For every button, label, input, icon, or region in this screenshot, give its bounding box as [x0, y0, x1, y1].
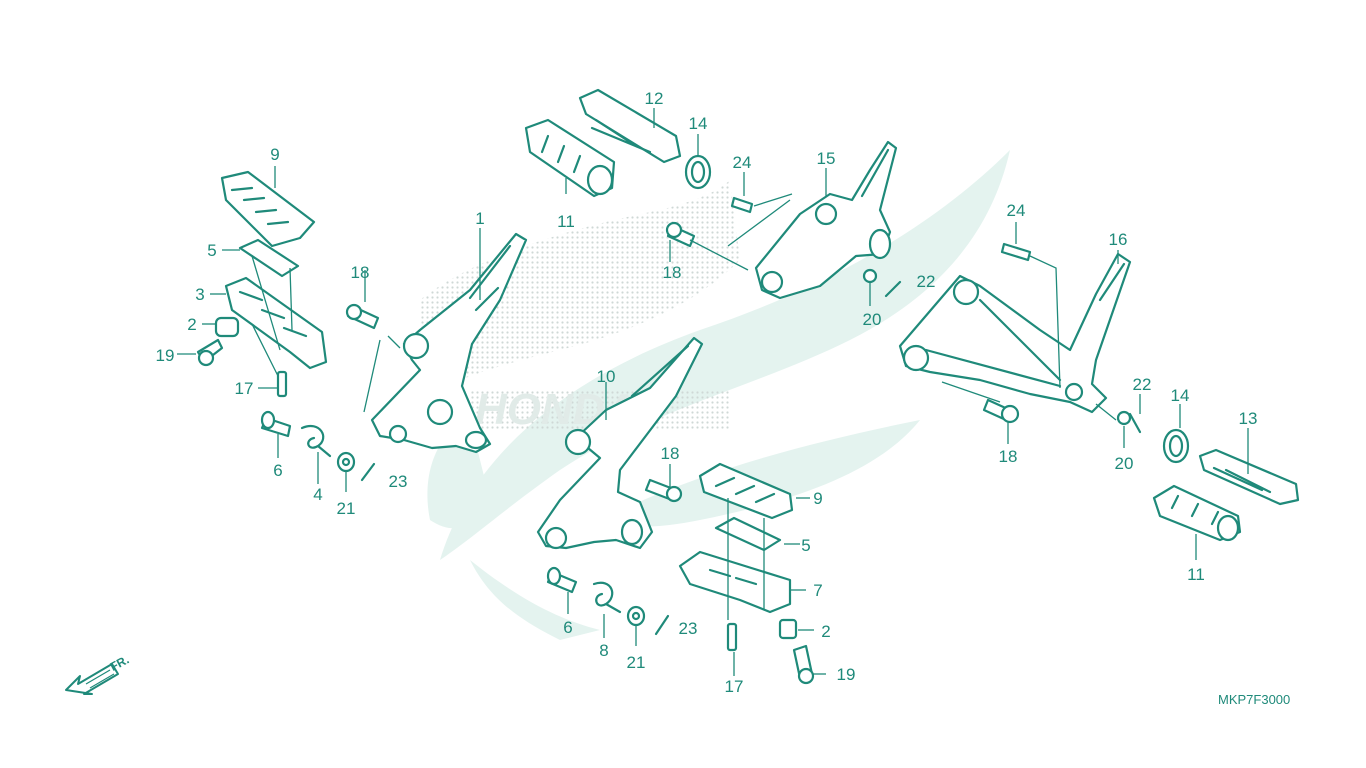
bracket-1: [370, 232, 528, 454]
footpeg-body-left: [224, 276, 328, 370]
collar-left: [214, 316, 240, 338]
callout-14-right: 14: [1171, 386, 1190, 405]
pin-24-top: [730, 196, 754, 214]
pin-17-left: [276, 370, 288, 398]
callout-22-right: 22: [1133, 375, 1152, 394]
cotter-22-right: [1128, 412, 1142, 434]
washer-20-top: [862, 268, 878, 284]
callout-15: 15: [817, 149, 836, 168]
callout-16: 16: [1109, 230, 1128, 249]
callout-19-left: 19: [156, 346, 175, 365]
callout-23-left: 23: [389, 472, 408, 491]
callout-18-a: 18: [351, 263, 370, 282]
footpeg-12: [578, 88, 682, 164]
pin-17-center: [726, 622, 738, 652]
spring-4-left: [300, 425, 332, 458]
plate-left: [238, 238, 300, 278]
callout-17-center: 17: [725, 677, 744, 696]
pivot-pin-6-center: [546, 566, 578, 594]
callout-24-top: 24: [733, 153, 752, 172]
washer-14-top: [684, 154, 712, 190]
callout-18-c: 18: [661, 444, 680, 463]
callout-5-center: 5: [801, 536, 810, 555]
bolt-19-center: [792, 644, 815, 685]
callout-7: 7: [813, 581, 822, 600]
callout-9-left: 9: [270, 145, 279, 164]
callout-22-top: 22: [917, 272, 936, 291]
footpeg-rubber-11-top: [524, 118, 616, 198]
pin-24-right: [1000, 242, 1032, 262]
callout-9-center: 9: [813, 489, 822, 508]
bracket-10: [536, 336, 704, 550]
bracket-16: [898, 252, 1132, 414]
footpeg-rubber-left: [220, 170, 316, 248]
bolt-18-c: [644, 478, 683, 503]
callout-17-left: 17: [235, 379, 254, 398]
bolt-18-a: [345, 303, 380, 330]
callout-18-d: 18: [999, 447, 1018, 466]
callout-11-right: 11: [1187, 565, 1205, 584]
callout-13: 13: [1239, 409, 1258, 428]
collar-center: [778, 618, 798, 640]
washer-14-right: [1162, 428, 1190, 464]
pivot-pin-6-left: [260, 410, 292, 438]
callout-21-left: 21: [337, 499, 356, 518]
callout-10: 10: [597, 367, 616, 386]
callout-23-center: 23: [679, 619, 698, 638]
callout-5-left: 5: [207, 241, 216, 260]
callout-2-left: 2: [187, 315, 196, 334]
spring-8: [592, 581, 622, 614]
bolt-18-b: [665, 221, 696, 248]
washer-21-center: [626, 605, 646, 627]
callout-14-top: 14: [689, 114, 708, 133]
callout-1: 1: [475, 209, 484, 228]
callout-21-center: 21: [627, 653, 646, 672]
washer-20-right: [1116, 410, 1132, 426]
leader-lines: [177, 108, 1249, 676]
callout-6-left: 6: [273, 461, 282, 480]
callout-20-right: 20: [1115, 454, 1134, 473]
diagram-code: MKP7F3000: [1218, 692, 1290, 707]
bolt-19-left: [196, 338, 224, 367]
bolt-18-d: [982, 398, 1020, 424]
footpeg-13: [1198, 448, 1300, 506]
callout-8: 8: [599, 641, 608, 660]
callout-19-center: 19: [837, 665, 856, 684]
plate-center: [714, 516, 782, 552]
bracket-15: [754, 140, 898, 300]
cotter-23-center: [654, 614, 670, 636]
callout-11-top: 11: [557, 212, 575, 231]
callout-labels: 9 5 3 2 19 17 6 4 21 23 18 1 11 12 14 24…: [156, 89, 1258, 696]
footpeg-7: [678, 550, 792, 614]
callout-20-top: 20: [863, 310, 882, 329]
callout-2-center: 2: [821, 622, 830, 641]
footpeg-rubber-11-right: [1152, 484, 1242, 542]
cotter-22-top: [884, 280, 902, 298]
callout-6-center: 6: [563, 618, 572, 637]
callout-4: 4: [313, 485, 322, 504]
washer-21-left: [336, 451, 356, 473]
callout-24-right: 24: [1007, 201, 1026, 220]
front-direction-arrow: FR.: [65, 652, 131, 695]
callout-18-b: 18: [663, 263, 682, 282]
callout-3: 3: [195, 285, 204, 304]
footpeg-rubber-9-center: [698, 462, 794, 520]
callout-12: 12: [645, 89, 664, 108]
cotter-23-left: [360, 462, 376, 482]
